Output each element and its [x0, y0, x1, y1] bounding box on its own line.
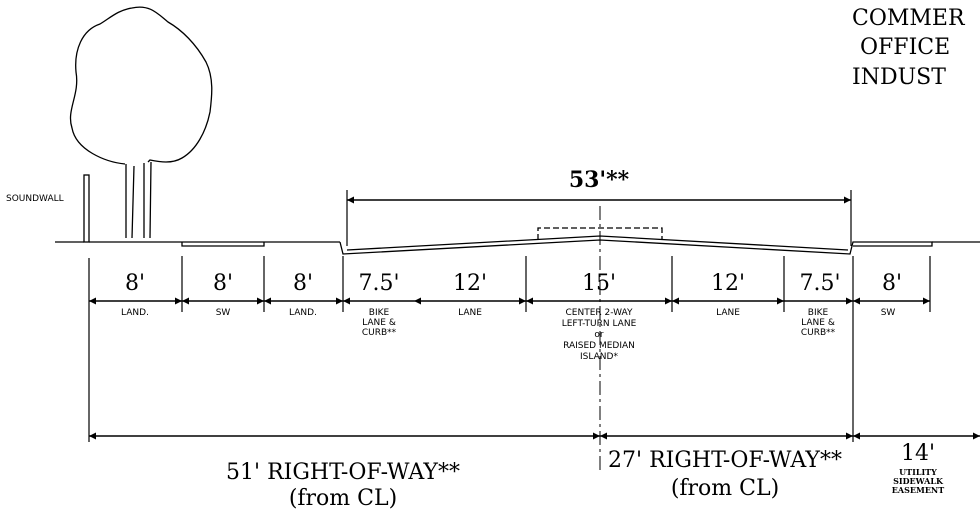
- segment-widths: 8' 8' 8' 7.5' 12' 15' 12' 7.5' 8': [125, 271, 902, 296]
- segment-width: 8': [125, 271, 145, 296]
- right-of-way-labels: 51' RIGHT-OF-WAY** (from CL) 27' RIGHT-O…: [226, 448, 842, 511]
- segment-labels: LAND. SW LAND. BIKE LANE & CURB** LANE C…: [121, 308, 895, 362]
- segment-label: LANE &: [801, 318, 835, 328]
- easement-label: EASEMENT: [892, 485, 944, 495]
- segment-label: CENTER 2-WAY: [566, 308, 633, 318]
- segment-label: CURB**: [362, 328, 397, 338]
- easement-width: 14': [901, 441, 935, 466]
- segment-width: 7.5': [358, 271, 399, 296]
- segment-label: RAISED MEDIAN: [563, 341, 635, 351]
- soundwall-label: SOUNDWALL: [6, 194, 64, 204]
- segment-width: 12': [453, 271, 487, 296]
- easement-label: UTILITY: [899, 467, 937, 477]
- segment-width: 7.5': [799, 271, 840, 296]
- tree-icon: [69, 6, 213, 239]
- soundwall: [83, 174, 90, 243]
- left-row-note: (from CL): [289, 486, 397, 511]
- segment-label: SW: [881, 308, 896, 318]
- left-row-label: 51' RIGHT-OF-WAY**: [226, 460, 460, 485]
- segment-width: 8': [882, 271, 902, 296]
- header-line: OFFICE: [860, 35, 950, 60]
- easement-label: SIDEWALK: [893, 476, 944, 486]
- segment-label: BIKE: [808, 308, 829, 318]
- segment-label: LANE: [716, 308, 740, 318]
- segment-label: or: [594, 330, 604, 340]
- easement-dimension: 14' UTILITY SIDEWALK EASEMENT: [892, 441, 944, 495]
- segment-label: LANE: [458, 308, 482, 318]
- header-line: COMMER: [852, 6, 966, 31]
- curb-to-curb-dimension: 53'**: [346, 167, 852, 246]
- segment-label: SW: [216, 308, 231, 318]
- right-row-note: (from CL): [671, 476, 779, 501]
- land-use-header: COMMER OFFICE INDUST: [852, 6, 966, 90]
- segment-label: BIKE: [369, 308, 390, 318]
- total-width-label: 53'**: [569, 167, 630, 193]
- right-row-label: 27' RIGHT-OF-WAY**: [608, 448, 842, 473]
- segment-width: 8': [293, 271, 313, 296]
- segment-width: 8': [213, 271, 233, 296]
- segment-label: LAND.: [121, 308, 149, 318]
- segment-width: 12': [711, 271, 745, 296]
- segment-width: 15': [582, 271, 616, 296]
- segment-label: CURB**: [801, 328, 836, 338]
- segment-label: LAND.: [289, 308, 317, 318]
- segment-label: ISLAND*: [580, 352, 618, 362]
- segment-extension-lines: [88, 256, 931, 442]
- segment-label: LEFT-TURN LANE: [562, 319, 637, 329]
- header-line: INDUST: [852, 65, 946, 90]
- pavement-profile: [55, 227, 980, 255]
- segment-label: LANE &: [362, 318, 396, 328]
